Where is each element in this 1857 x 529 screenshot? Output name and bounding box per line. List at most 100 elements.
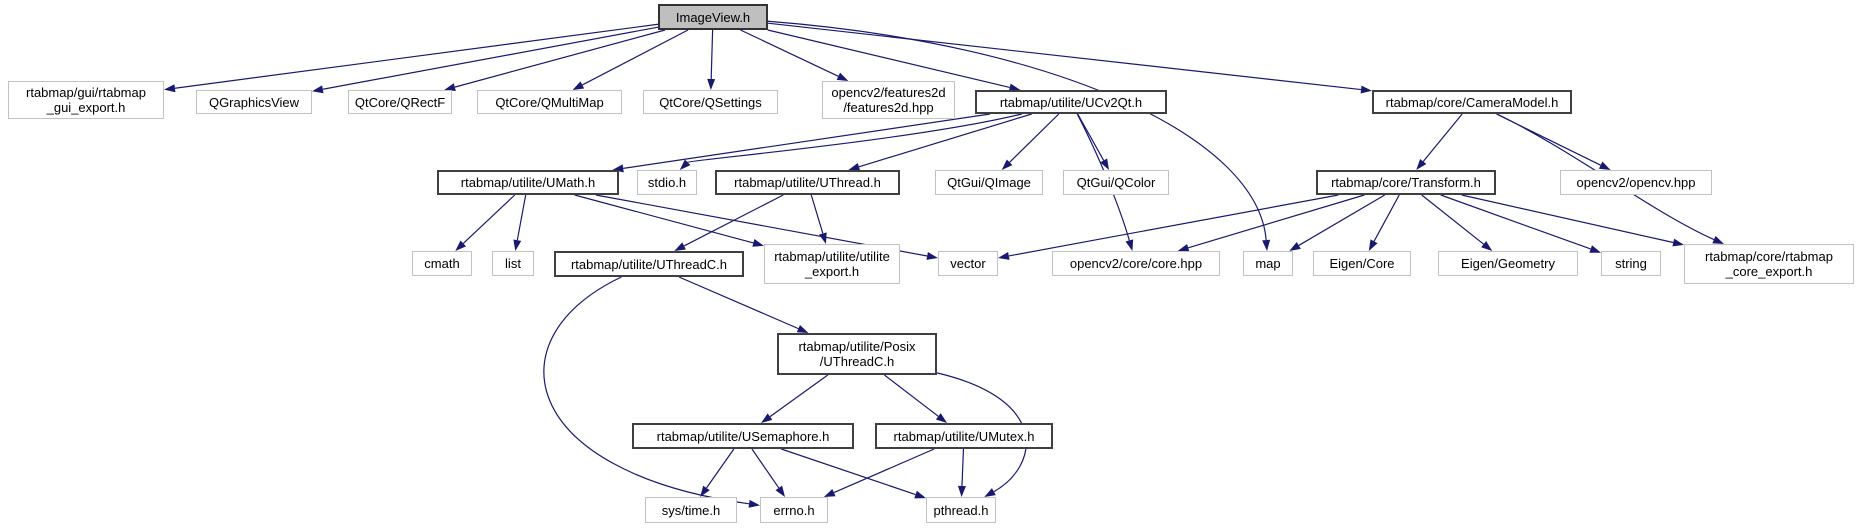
node-label: pthread.h [933,502,989,518]
arrowhead-posix-umutex [935,413,948,423]
arrowhead-imageview-gui_export [164,84,176,93]
arrowhead-imageview-qrectf [444,83,456,91]
node-imageview[interactable]: ImageView.h [658,4,768,30]
node-label: rtabmap/utilite/UCv2Qt.h [999,94,1143,110]
node-utilite_export: rtabmap/utilite/utilite_export.h [764,244,900,284]
arrowhead-imageview-qgraphicsview [312,85,324,94]
node-label: QtGui/QImage [947,175,1031,190]
node-umath[interactable]: rtabmap/utilite/UMath.h [437,170,619,195]
arrowhead-ucv2qt-qcolor [1100,158,1110,170]
arrowhead-imageview-cameramodel [1360,85,1372,94]
edge-transform-eigencore [1373,194,1400,242]
node-opencvhpp: opencv2/opencv.hpp [1560,170,1712,195]
node-label: sys/time.h [661,502,721,518]
arrowhead-cameramodel-core_export [1712,235,1724,244]
node-label: rtabmap/core/CameraModel.h [1385,94,1559,110]
node-corehpp: opencv2/core/core.hpp [1052,251,1220,276]
arrowhead-cameramodel-opencvhpp [1598,161,1611,170]
node-label: _gui_export.h [46,100,126,115]
edge-posix-umutex [884,374,939,417]
arrowhead-umutex-errno [823,488,836,497]
arrowhead-transform-core_export [1672,238,1684,247]
arrowhead-ucv2qt-stdio [679,159,691,170]
arrowhead-uthreadc-posix [796,324,809,333]
edge-imageview-qmultimap [582,29,689,86]
node-qcolor: QtGui/QColor [1063,170,1169,195]
node-label: ImageView.h [675,9,751,25]
node-string: string [1601,251,1661,276]
node-label: rtabmap/core/Transform.h [1331,175,1481,190]
edge-imageview-ucv2qt [767,29,1010,89]
arrowhead-uthreadc-errno [748,499,760,508]
edge-ucv2qt-umath [623,113,991,169]
node-posix[interactable]: rtabmap/utilite/Posix/UThreadC.h [777,333,937,375]
arrowhead-umath-cmath [455,240,467,251]
node-label: rtabmap/core/rtabmap [1705,249,1833,264]
edge-imageview-gui_export [174,23,659,89]
edge-transform-map [1298,194,1386,246]
node-label: QtCore/QSettings [659,94,762,110]
edge-imageview-qsettings [710,29,714,80]
node-label: rtabmap/utilite/UMutex.h [893,428,1035,444]
edge-ucv2qt-stdio [687,113,1022,163]
arrowhead-ucv2qt-qimage [1001,159,1013,170]
node-uthreadc[interactable]: rtabmap/utilite/UThreadC.h [554,251,744,277]
arrowhead-imageview-qsettings [707,78,716,90]
node-label: opencv2/opencv.hpp [1576,175,1696,190]
arrowhead-umutex-pthread [957,485,966,497]
node-label: vector [950,256,986,271]
node-uthread[interactable]: rtabmap/utilite/UThread.h [715,170,900,195]
edge-imageview-qrectf [454,29,666,88]
node-transform[interactable]: rtabmap/core/Transform.h [1316,170,1496,195]
node-systime: sys/time.h [645,497,737,523]
node-label: Eigen/Geometry [1461,256,1555,271]
node-usemaphore[interactable]: rtabmap/utilite/USemaphore.h [632,423,854,449]
node-ucv2qt[interactable]: rtabmap/utilite/UCv2Qt.h [975,90,1167,114]
arrowhead-posix-usemaphore [761,413,773,423]
edge-usemaphore-systime [705,448,735,489]
arrowhead-transform-eigencore [1368,239,1378,251]
arrowhead-umath-utilite_export [752,239,764,247]
node-label: string [1615,256,1647,271]
edge-transform-string [1440,194,1591,250]
node-cmath: cmath [412,251,472,276]
edge-ucv2qt-uthread [858,113,1032,168]
node-label: rtabmap/utilite/UThreadC.h [570,256,728,272]
edge-umutex-errno [833,448,935,494]
edge-umath-list [516,194,527,241]
edge-imageview-features2d [740,29,839,77]
arrowhead-transform-map [1289,241,1301,251]
node-eigencore: Eigen/Core [1313,251,1411,276]
edge-posix-usemaphore [769,374,829,418]
node-label: list [505,256,521,271]
node-label: errno.h [773,502,815,518]
arrowhead-imageview-qmultimap [572,81,585,90]
node-features2d: opencv2/features2d/features2d.hpp [822,81,955,119]
arrowhead-transform-corehpp [1177,244,1190,252]
edge-imageview-map [767,20,1267,241]
edge-uthreadc-errno [543,276,750,505]
node-qrectf: QtCore/QRectF [348,90,452,114]
arrowhead-transform-string [1589,245,1601,253]
edge-transform-eigengeom [1421,194,1485,245]
edge-umutex-pthread [961,448,965,487]
node-label: rtabmap/utilite/utilite [774,249,890,264]
node-umutex[interactable]: rtabmap/utilite/UMutex.h [875,423,1053,449]
arrowhead-imageview-ucv2qt [1008,83,1021,92]
edge-usemaphore-errno [751,448,780,489]
edge-uthreadc-posix [678,276,799,330]
node-pthread: pthread.h [926,497,996,523]
arrowhead-uthread-utilite_export [818,232,827,244]
edge-ucv2qt-qcolor [1077,113,1105,161]
node-label: rtabmap/utilite/UThread.h [734,175,881,190]
node-cameramodel[interactable]: rtabmap/core/CameraModel.h [1372,90,1572,114]
node-label: Eigen/Core [1329,256,1395,271]
node-qmultimap: QtCore/QMultiMap [477,90,622,114]
arrowhead-imageview-map [1262,239,1271,251]
node-qsettings: QtCore/QSettings [643,90,778,114]
edge-umath-cmath [462,194,516,244]
node-label: QtCore/QRectF [354,94,446,110]
edge-umath-utilite_export [574,194,754,244]
arrowhead-cameramodel-transform [1416,158,1427,170]
